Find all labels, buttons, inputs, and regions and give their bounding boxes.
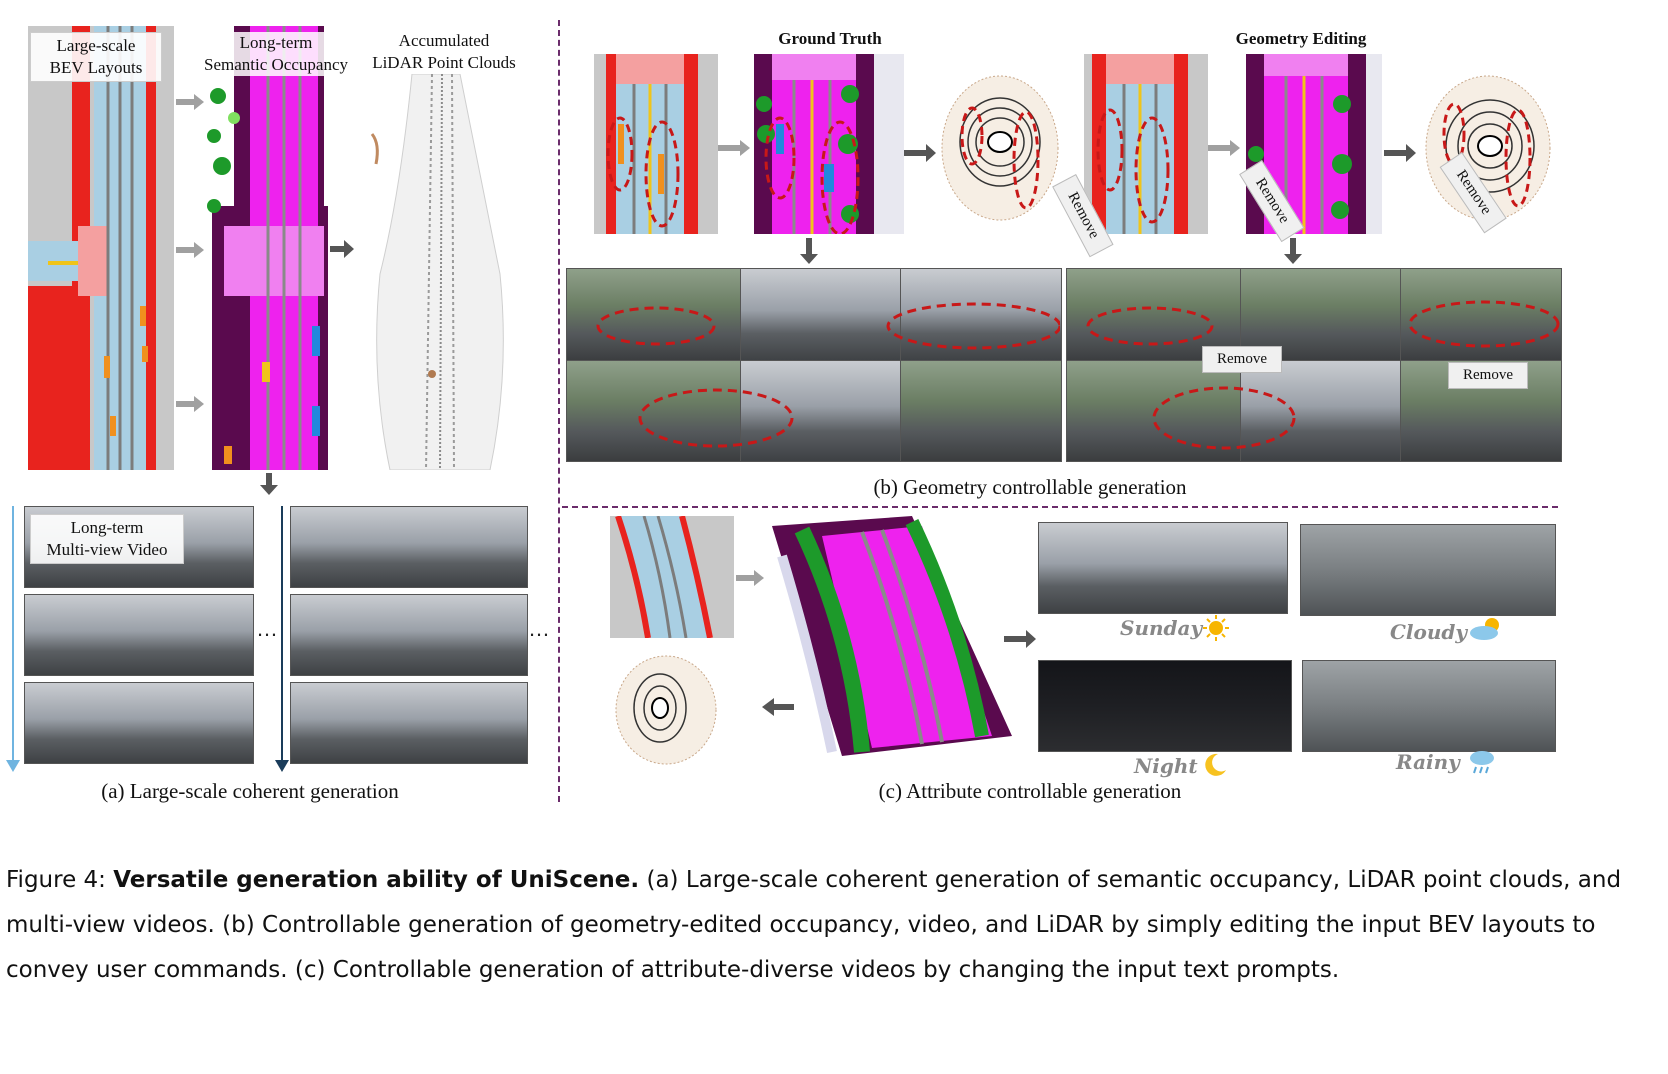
video-rainy bbox=[1302, 660, 1556, 752]
figure-caption-title: Versatile generation ability of UniScene… bbox=[113, 867, 639, 893]
divider-horizontal bbox=[562, 506, 1558, 508]
video-frame-b2 bbox=[290, 594, 528, 676]
panel-b-caption: (b) Geometry controllable generation bbox=[820, 476, 1240, 498]
arrow-gt-occ-to-video bbox=[800, 238, 818, 266]
sun-icon bbox=[1202, 614, 1230, 642]
video-frame-b3 bbox=[290, 682, 528, 764]
divider-vertical bbox=[558, 20, 560, 802]
arrow-edit-occ-to-video bbox=[1284, 238, 1302, 266]
video-sunday bbox=[1038, 522, 1288, 614]
multi-view-video-label: Long-term Multi-view Video bbox=[30, 514, 184, 564]
gt-bev-layout bbox=[594, 54, 718, 234]
panel-a-caption: (a) Large-scale coherent generation bbox=[40, 780, 460, 802]
panel-c-caption: (c) Attribute controllable generation bbox=[830, 780, 1230, 802]
ellipsis-1: … bbox=[256, 616, 278, 642]
attr-lidar-point-cloud bbox=[608, 646, 748, 772]
arrow-bev-to-occ-3 bbox=[176, 396, 206, 412]
figure-caption-prefix: Figure 4: bbox=[6, 867, 113, 893]
geometry-editing-label: Geometry Editing bbox=[1206, 28, 1396, 50]
timeline-arrow-right-head bbox=[275, 760, 289, 774]
video-cloudy bbox=[1300, 524, 1556, 616]
arrow-edit-occ-to-lidar bbox=[1384, 144, 1418, 162]
bev-layout-large bbox=[28, 26, 174, 470]
arrow-down-to-video bbox=[260, 473, 278, 497]
edited-bev-layout bbox=[1084, 54, 1208, 234]
arrow-gt-occ-to-lidar bbox=[904, 144, 938, 162]
rainy-label: Rainy bbox=[1396, 750, 1460, 774]
moon-icon bbox=[1202, 752, 1228, 778]
arrow-edit-bev-to-occ bbox=[1208, 140, 1242, 156]
ground-truth-label: Ground Truth bbox=[740, 28, 920, 50]
semantic-occupancy-label: Long-term Semantic Occupancy bbox=[196, 32, 356, 76]
video-frame-b1 bbox=[290, 506, 528, 588]
remove-tag-video-1: Remove bbox=[1202, 346, 1282, 373]
timeline-arrow-left-head bbox=[6, 760, 20, 774]
gt-semantic-occupancy bbox=[754, 54, 904, 234]
accumulated-lidar-point-clouds bbox=[360, 74, 520, 470]
video-night bbox=[1038, 660, 1292, 752]
gt-lidar-point-cloud bbox=[934, 60, 1062, 236]
attr-semantic-occupancy bbox=[762, 516, 1012, 756]
sunday-label: Sunday bbox=[1120, 616, 1202, 640]
accumulated-lidar-label: Accumulated LiDAR Point Clouds bbox=[364, 30, 524, 74]
partly-cloudy-icon bbox=[1468, 614, 1506, 642]
remove-tag-video-2: Remove bbox=[1448, 362, 1528, 389]
semantic-occupancy-large bbox=[204, 26, 328, 470]
attr-bev-layout bbox=[610, 516, 734, 638]
bev-layouts-label: Large-scale BEV Layouts bbox=[30, 32, 162, 82]
arrow-bev-to-occ-1 bbox=[176, 94, 206, 110]
arrow-bev-to-occ-2 bbox=[176, 242, 206, 258]
timeline-arrow-right bbox=[281, 506, 283, 766]
arrow-occ-to-videos bbox=[1004, 630, 1038, 648]
ellipsis-2: … bbox=[528, 616, 550, 642]
arrow-gt-bev-to-occ bbox=[718, 140, 752, 156]
arrow-occ-to-lidar-c bbox=[762, 698, 794, 716]
night-label: Night bbox=[1134, 754, 1198, 778]
gt-video-highlights bbox=[566, 268, 1060, 460]
rain-icon bbox=[1468, 748, 1496, 778]
arrow-occ-to-lidar bbox=[330, 240, 356, 258]
video-frame-a3 bbox=[24, 682, 254, 764]
timeline-arrow-left bbox=[12, 506, 14, 766]
video-frame-a2 bbox=[24, 594, 254, 676]
figure-caption: Figure 4: Versatile generation ability o… bbox=[6, 858, 1662, 993]
cloudy-label: Cloudy bbox=[1390, 620, 1467, 644]
